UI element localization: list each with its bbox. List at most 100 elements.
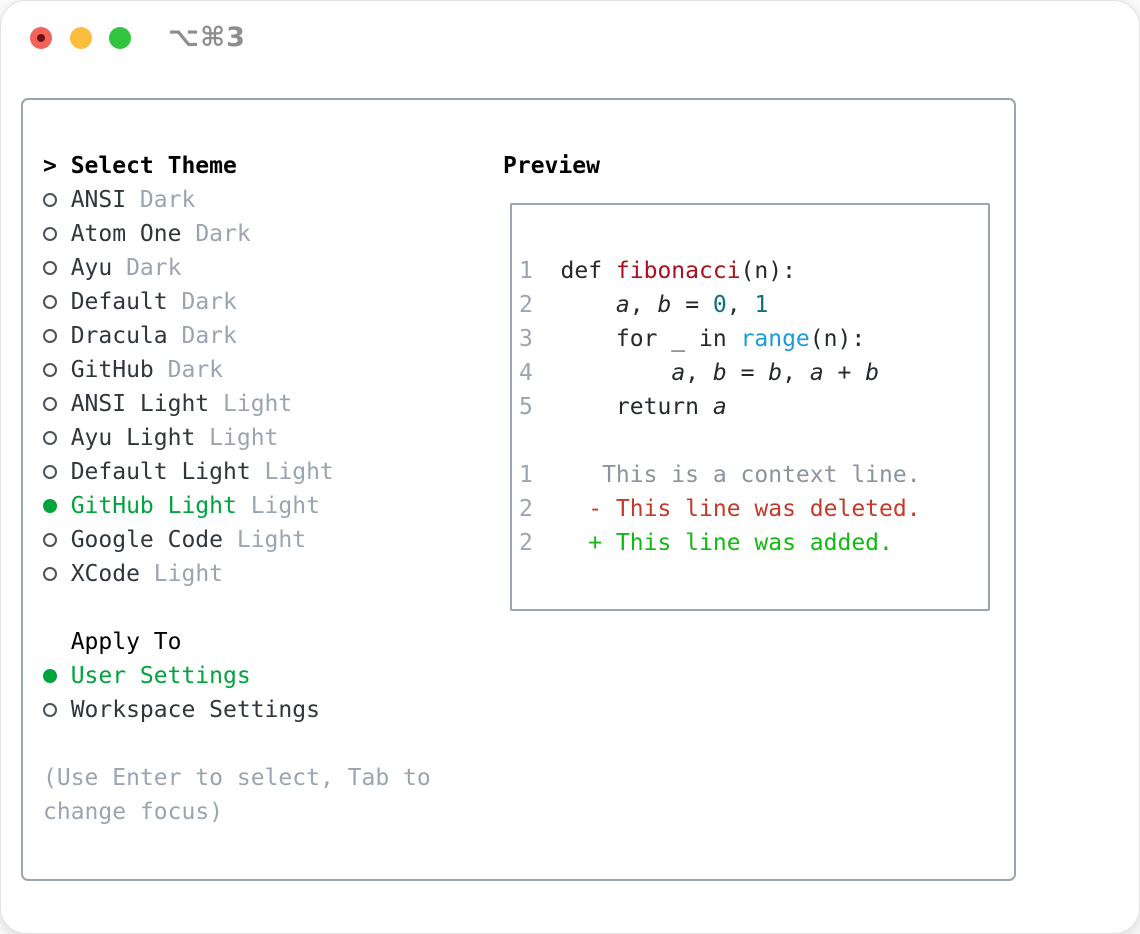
theme-option[interactable]: Atom One Dark <box>43 217 431 251</box>
theme-option[interactable]: ANSI Dark <box>43 183 431 217</box>
option-label: XCode <box>70 561 140 587</box>
theme-option[interactable]: Ayu Dark <box>43 251 431 285</box>
titlebar: ⌥⌘3 <box>1 1 1139 76</box>
hint-line-1: (Use Enter to select, Tab to <box>43 765 431 791</box>
spacer <box>43 591 431 625</box>
line-number: 5 <box>519 394 533 420</box>
radio-icon <box>43 329 57 343</box>
option-label: GitHub Light <box>70 493 237 519</box>
line-number: 3 <box>519 326 533 352</box>
option-label: Ayu <box>70 255 113 281</box>
code-segment: b <box>657 292 672 318</box>
variant-tag: Light <box>236 527 307 553</box>
line-number: 2 <box>519 496 533 522</box>
radio-icon <box>43 567 57 581</box>
radio-selected-icon <box>43 499 57 513</box>
code-segment: + <box>823 360 866 386</box>
code-line: 3 for _ in range(n): <box>519 322 988 356</box>
radio-icon <box>43 431 57 445</box>
radio-icon <box>43 261 57 275</box>
code-segment: b <box>865 360 880 386</box>
code-segment: a <box>712 394 727 420</box>
line-number: 2 <box>519 292 533 318</box>
code-segment: b <box>768 360 783 386</box>
radio-icon <box>43 397 57 411</box>
variant-tag: Dark <box>126 255 182 281</box>
variant-tag: Dark <box>181 289 237 315</box>
code-line: 4 a, b = b, a + b <box>519 356 988 390</box>
line-number: 4 <box>519 360 533 386</box>
code-segment: = <box>726 360 769 386</box>
select-theme-title: Select Theme <box>70 153 237 179</box>
theme-option[interactable]: Google Code Light <box>43 523 431 557</box>
code-segment: for _ in <box>560 326 741 352</box>
minimize-button[interactable] <box>70 27 92 49</box>
code-segment <box>561 360 672 386</box>
code-line: 1 def fibonacci(n): <box>519 254 988 288</box>
option-label: Atom One <box>70 221 182 247</box>
option-label: ANSI <box>70 187 127 213</box>
spacer <box>43 727 431 761</box>
variant-tag: Light <box>250 493 320 519</box>
apply-to-header: Apply To <box>43 625 431 659</box>
variant-tag: Light <box>264 459 334 485</box>
variant-tag: Dark <box>195 221 251 247</box>
option-label: Google Code <box>70 527 224 553</box>
variant-tag: Dark <box>139 187 196 213</box>
option-label: User Settings <box>70 663 251 689</box>
option-label: Workspace Settings <box>70 697 320 723</box>
code-segment: fibonacci <box>615 258 741 284</box>
code-segment: a <box>671 360 686 386</box>
radio-icon <box>43 533 57 547</box>
code-segment: (n): <box>740 258 796 284</box>
hint-line-2: change focus) <box>43 799 224 825</box>
line-number: 1 <box>519 258 533 284</box>
radio-icon <box>43 465 57 479</box>
code-segment: , <box>726 292 755 318</box>
code-segment: This is a context line. <box>560 462 921 488</box>
option-label: ANSI Light <box>70 391 210 417</box>
code-segment: range <box>740 326 810 352</box>
option-label: GitHub <box>70 357 154 383</box>
line-number: 2 <box>519 530 533 556</box>
code-line: 5 return a <box>519 390 988 424</box>
apply-option-selected[interactable]: User Settings <box>43 659 431 693</box>
radio-icon <box>43 295 57 309</box>
theme-option[interactable]: XCode Light <box>43 557 431 591</box>
variant-tag: Light <box>223 391 293 417</box>
code-segment: + This line was added. <box>560 530 893 556</box>
code-segment: a <box>809 360 824 386</box>
radio-selected-icon <box>43 669 57 683</box>
option-label: Ayu Light <box>70 425 196 451</box>
code-segment: , <box>685 360 713 386</box>
window-title: ⌥⌘3 <box>168 22 246 53</box>
zoom-button[interactable] <box>109 27 131 49</box>
variant-tag: Dark <box>181 323 237 349</box>
close-button[interactable] <box>30 27 52 49</box>
theme-option-selected[interactable]: GitHub Light Light <box>43 489 431 523</box>
variant-tag: Light <box>153 561 224 587</box>
theme-option[interactable]: Ayu Light Light <box>43 421 431 455</box>
theme-option[interactable]: ANSI Light Light <box>43 387 431 421</box>
preview-header: Preview <box>503 153 600 179</box>
line-number: 1 <box>519 462 533 488</box>
apply-to-title: Apply To <box>70 629 182 655</box>
radio-icon <box>43 703 57 717</box>
code-segment: , <box>782 360 810 386</box>
code-segment: def <box>560 258 616 284</box>
variant-tag: Light <box>209 425 279 451</box>
code-line: 2 a, b = 0, 1 <box>519 288 988 322</box>
apply-option[interactable]: Workspace Settings <box>43 693 431 727</box>
code-segment: - This line was deleted. <box>560 496 921 522</box>
code-segment: b <box>712 360 727 386</box>
